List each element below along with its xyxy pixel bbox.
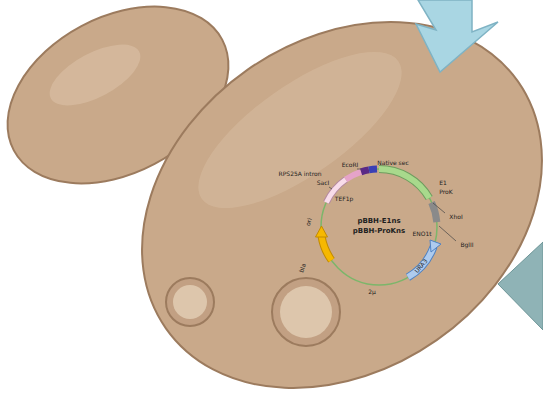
signal-segment [361,170,369,172]
feature-label: BglII [460,242,473,248]
feature-label: E1 [439,180,447,186]
intron-segment [346,172,361,180]
pointer-arrow [416,0,498,72]
site-tick [433,203,445,213]
bud-scar [280,286,332,338]
feature-label: XhoI [449,214,462,220]
feature-label: Native sec [377,160,408,166]
feature-label: ProK [439,189,452,195]
feature-label: ENO1t [412,231,431,237]
resistance-gene [322,236,332,260]
plasmid-name: pBBH-ProKns [353,228,405,235]
feature-label: EcoRI [342,162,359,168]
marker-arrowhead [430,240,441,252]
bud-scar [173,285,207,319]
signal-segment [369,166,377,174]
resistance-gene [322,236,332,260]
feature-label: TEF1p [335,196,354,202]
yeast-cell [71,0,543,395]
plasmid-backbone [321,169,437,285]
site-tick [357,169,361,170]
site-tick [329,187,332,189]
feature-label: RPS25A intron [279,171,322,177]
bud-scar [166,278,214,326]
site-tick [439,226,456,241]
bud-highlight [41,32,150,118]
gene-segment [379,169,429,198]
pointer-arrow [498,242,543,330]
feature-label: 2μ [368,289,376,295]
feature-label: SacI [317,180,330,186]
gene-segment [379,169,429,198]
marker-gene [408,247,434,277]
cell-highlight [176,24,424,235]
marker-gene [408,247,434,277]
bud-scar [272,278,340,346]
resistance-arrowhead [316,226,328,237]
plasmid-name: pBBH-E1ns [357,218,400,225]
